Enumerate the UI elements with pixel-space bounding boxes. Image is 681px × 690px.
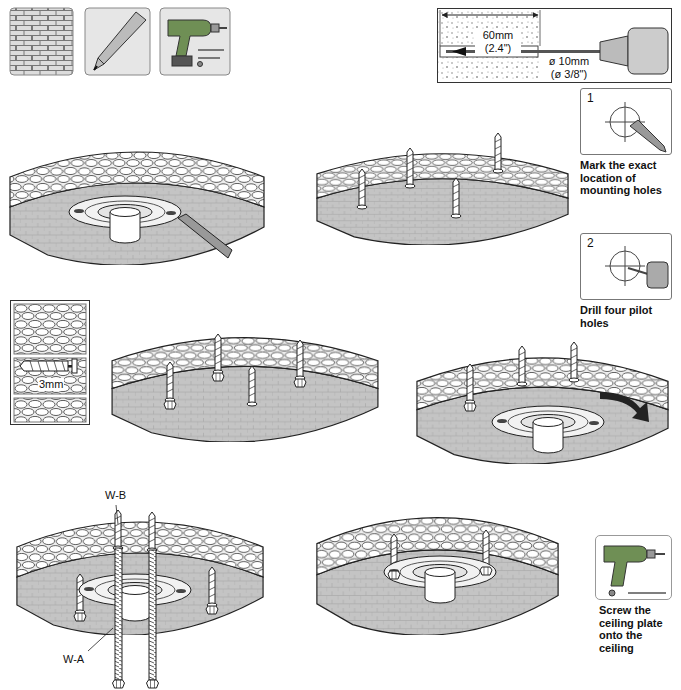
box-text: ø 10mm (ø 3/8") [542, 55, 596, 80]
part-label: W-B [104, 489, 127, 502]
step-box: 1Mark the exact location of mounting hol… [580, 88, 672, 155]
ceiling-plate-turn-step [417, 342, 668, 464]
step-box: 60mm (2.4") ø 10mm (ø 3/8") [437, 8, 672, 83]
step-box: Screw the ceiling plate onto the ceiling [595, 535, 672, 600]
drilling-inset [438, 9, 668, 81]
drill-hole-icon [605, 246, 668, 288]
ceiling-mark-step [10, 152, 264, 265]
mark-icon [605, 102, 666, 152]
wall-icon [10, 8, 73, 75]
drill-icon [160, 8, 230, 75]
ceiling-plate-fixed [317, 518, 558, 636]
box-text: 3mm [38, 378, 64, 391]
box-text: 60mm (2.4") [475, 29, 521, 54]
ceiling-screw-step [112, 334, 378, 442]
part-label: W-A [62, 653, 85, 666]
step-box: 3mm [10, 300, 90, 425]
leader-line [116, 505, 118, 524]
ceiling-bolt-step [17, 505, 263, 688]
leader-line [88, 628, 113, 651]
box-text: 2 [586, 237, 595, 251]
box-text: 1 [586, 92, 595, 106]
ceiling-anchor-step [317, 133, 568, 245]
anchor-inset [14, 304, 86, 422]
step-box: 2Drill four pilot holes [580, 233, 672, 300]
step-caption: Drill four pilot holes [579, 304, 677, 329]
screw-drill-icon [604, 546, 666, 596]
step-caption: Mark the exact location of mounting hole… [579, 159, 677, 197]
pencil-icon [85, 8, 150, 75]
step-caption: Screw the ceiling plate onto the ceiling [598, 604, 680, 655]
